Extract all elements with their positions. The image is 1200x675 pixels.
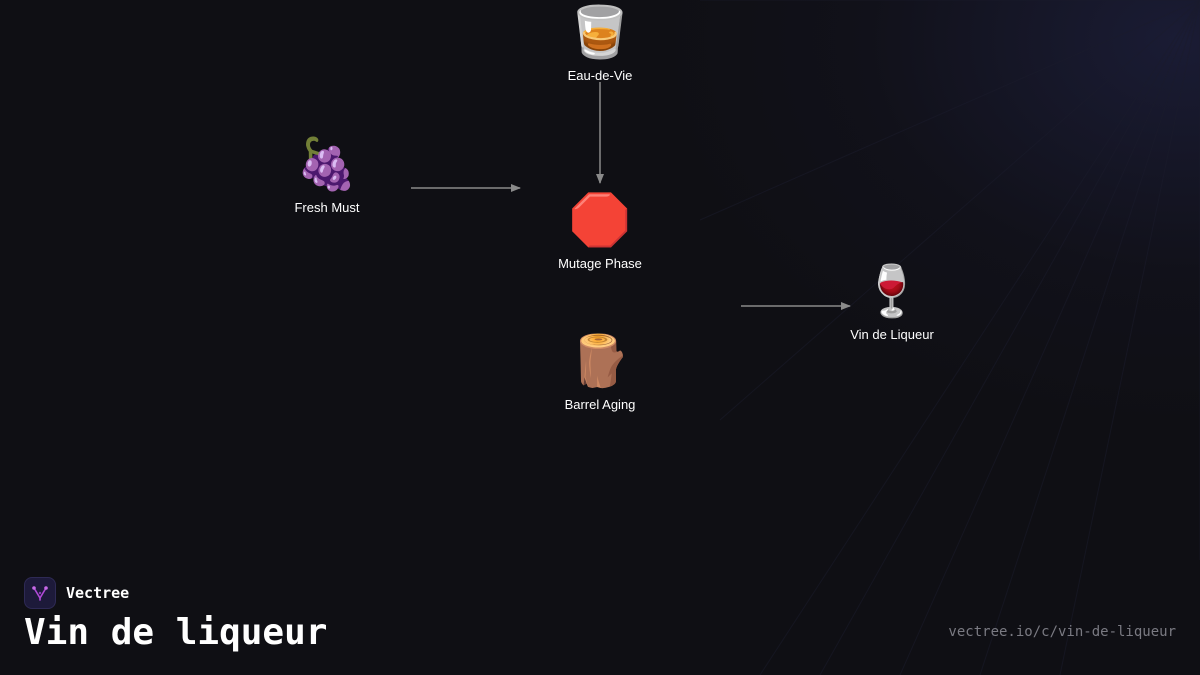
node-vin-de-liqueur[interactable]: 🍷 Vin de Liqueur (812, 261, 972, 343)
node-mutage-phase[interactable]: 🛑 Mutage Phase (520, 190, 680, 272)
page-url[interactable]: vectree.io/c/vin-de-liqueur (948, 624, 1176, 640)
node-label: Mutage Phase (558, 256, 642, 271)
wine-glass-icon: 🍷 (860, 263, 924, 319)
stop-sign-icon: 🛑 (568, 192, 632, 248)
node-eau-de-vie[interactable]: 🥃 Eau-de-Vie (520, 2, 680, 84)
wood-log-icon: 🪵 (568, 333, 632, 389)
tumbler-glass-icon: 🥃 (568, 4, 632, 60)
node-label: Eau-de-Vie (567, 68, 633, 83)
brand-name: Vectree (66, 584, 130, 602)
node-barrel-aging[interactable]: 🪵 Barrel Aging (520, 331, 680, 413)
node-label: Vin de Liqueur (850, 327, 934, 342)
node-label: Fresh Must (294, 200, 360, 215)
grapes-icon: 🍇 (295, 136, 359, 192)
node-label: Barrel Aging (564, 397, 636, 412)
vectree-logo-icon (24, 577, 56, 609)
page-title: Vin de liqueur (24, 612, 328, 653)
brand[interactable]: Vectree (24, 577, 129, 609)
node-fresh-must[interactable]: 🍇 Fresh Must (247, 134, 407, 216)
